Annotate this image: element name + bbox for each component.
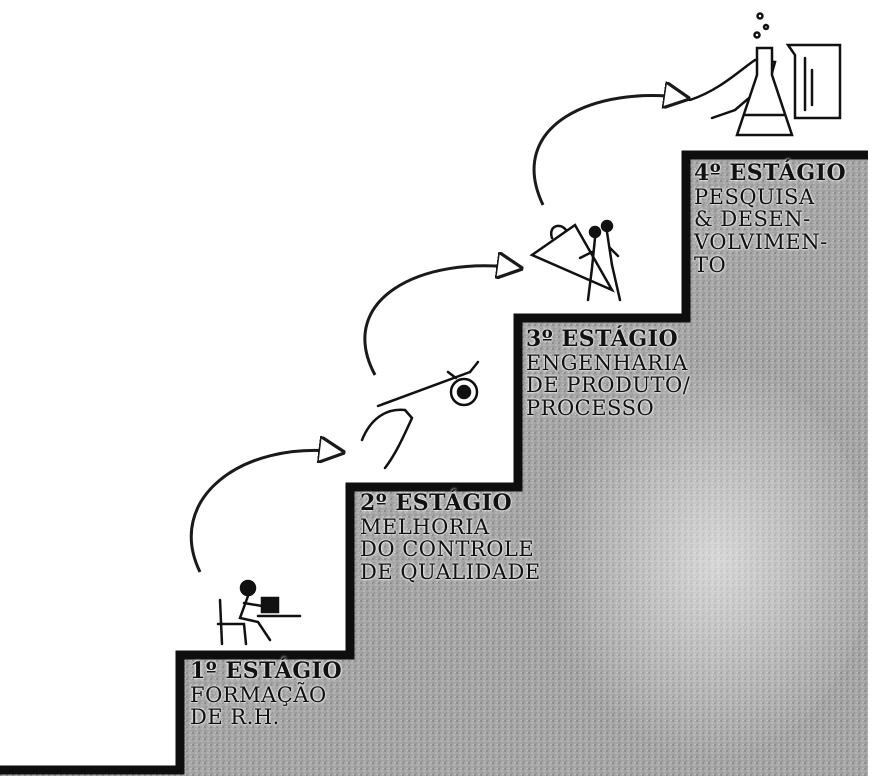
- hand-holding-gear-icon: [360, 360, 480, 470]
- stage-2-line: DE QUALIDADE: [360, 560, 541, 585]
- stage-3-title: 3º ESTÁGIO: [526, 326, 679, 352]
- person-studying-icon: [216, 579, 302, 646]
- curved-arrow-3: [532, 96, 685, 206]
- curved-arrow-1: [189, 450, 340, 573]
- stage-2-label: 2º ESTÁGIO MELHORIA DO CONTROLE DE QUALI…: [360, 490, 541, 585]
- stage-4-label: 4º ESTÁGIO PESQUISA & DESEN- VOLVIMEN- T…: [694, 160, 847, 277]
- staircase-highlight: [530, 360, 870, 760]
- stage-3-label: 3º ESTÁGIO ENGENHARIA DE PRODUTO/ PROCES…: [526, 326, 691, 421]
- stage-3-line: PROCESSO: [526, 396, 655, 421]
- stage-4-line: TO: [694, 252, 727, 277]
- staircase-outline: [0, 150, 868, 775]
- stage-4-title: 4º ESTÁGIO: [694, 160, 847, 186]
- stage-2-line: MELHORIA: [360, 514, 490, 539]
- stage-2-title: 2º ESTÁGIO: [360, 490, 513, 516]
- stage-3-line: ENGENHARIA: [526, 350, 688, 375]
- stage-1-label: 1º ESTÁGIO FORMAÇÃO DE R.H.: [190, 658, 343, 730]
- stage-1-line: DE R.H.: [190, 705, 280, 730]
- stage-1-title: 1º ESTÁGIO: [190, 658, 343, 684]
- stage-2-line: DO CONTROLE: [360, 537, 535, 562]
- stage-4-line: PESQUISA: [694, 184, 815, 209]
- stage-4-line: & DESEN-: [694, 207, 811, 232]
- curved-arrow-2: [363, 266, 518, 376]
- stage-4-line: VOLVIMEN-: [694, 230, 828, 255]
- lab-flask-icon: [688, 12, 842, 137]
- stage-3-line: DE PRODUTO/: [526, 373, 691, 398]
- stage-1-line: FORMAÇÃO: [190, 682, 327, 707]
- engineers-drawing-icon: [529, 219, 622, 302]
